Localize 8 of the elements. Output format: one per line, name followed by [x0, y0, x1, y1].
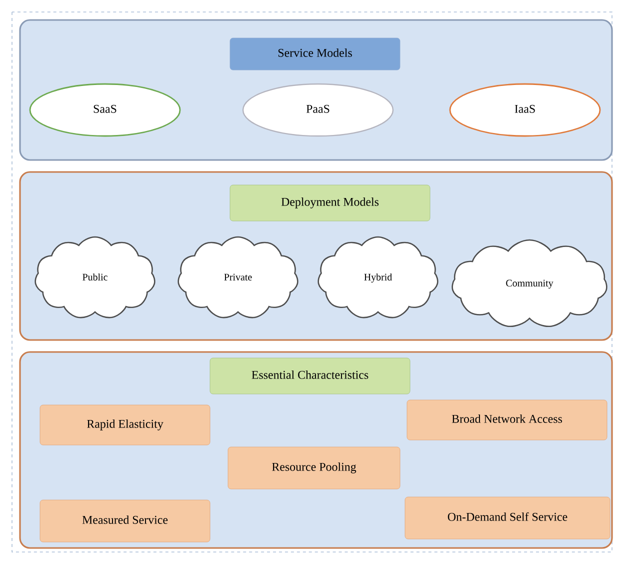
characteristic-box: Rapid Elasticity — [40, 404, 210, 446]
characteristic-box: On-Demand Self Service — [404, 496, 610, 540]
heading-box: Deployment Models — [230, 184, 430, 222]
characteristic-box: Broad Network Access — [406, 400, 608, 440]
characteristic-box: Measured Service — [40, 500, 210, 542]
heading-box: Service Models — [230, 38, 400, 70]
heading-box: Essential Characteristics — [210, 358, 410, 394]
characteristic-box: Resource Pooling — [228, 446, 400, 490]
